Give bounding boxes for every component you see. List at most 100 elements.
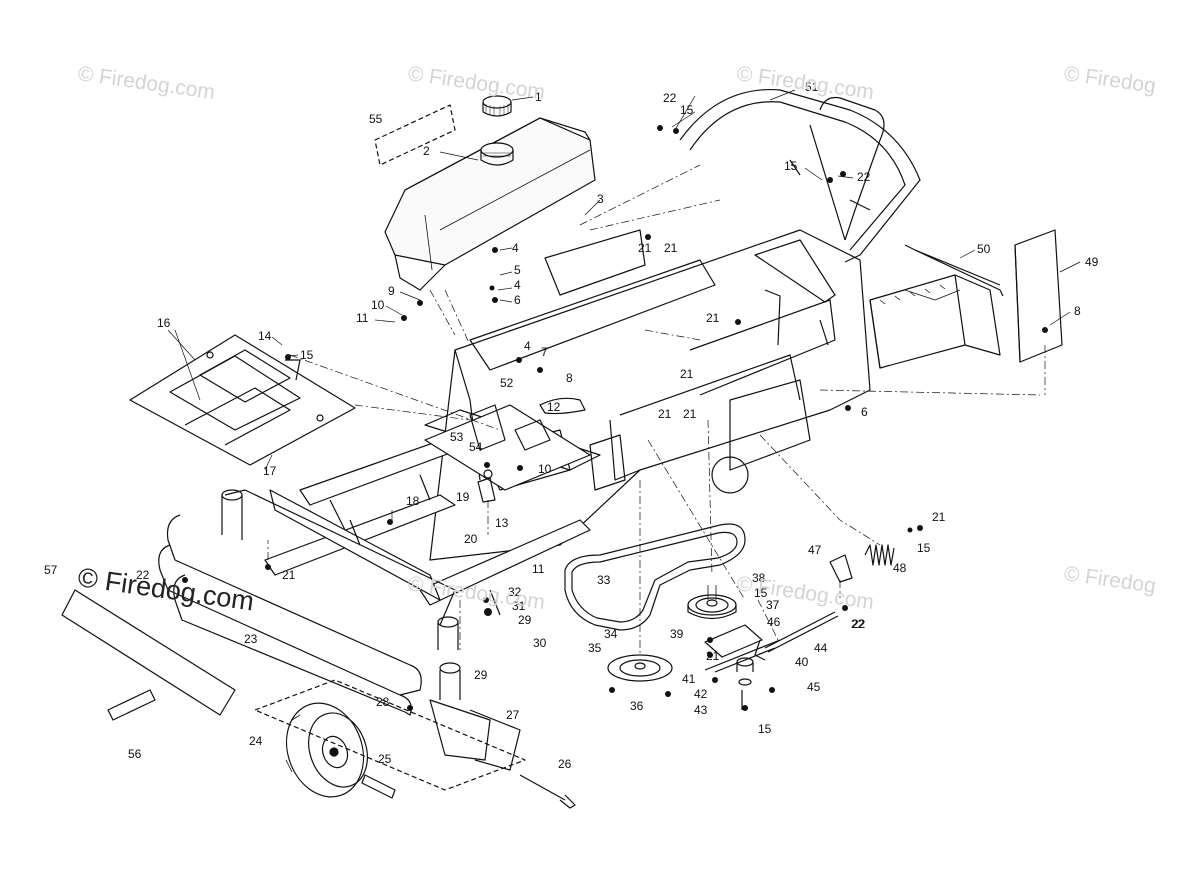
callout-22e: 22 [852,617,866,631]
callout-4b: 4 [514,278,521,292]
hardware-markers [111,125,1048,716]
callout-43: 43 [694,703,708,717]
callout-35: 35 [588,641,602,655]
chassis-frame [424,229,871,561]
callout-33: 33 [597,573,611,587]
assembly-lines [267,164,1046,655]
callout-3: 3 [597,192,604,206]
callout-27: 27 [506,708,520,722]
callout-12: 12 [547,400,561,414]
callout-22d: 22 [851,617,865,631]
callout-57: 57 [44,563,58,577]
drive-belt [564,523,746,631]
callout-49: 49 [1085,255,1099,269]
caster-fork [429,662,521,771]
wheel-spacer [361,774,396,799]
callout-15b: 15 [680,103,694,117]
callout-25: 25 [378,752,392,766]
tension-spring [864,544,895,566]
callout-9: 9 [388,284,395,298]
callout-17: 17 [263,464,277,478]
callout-47: 47 [808,543,822,557]
callout-46: 46 [767,615,781,629]
callout-15c: 15 [784,159,798,173]
callout-32: 32 [508,585,522,599]
callout-7: 7 [541,345,548,359]
caster-wheel [285,702,368,798]
callout-39: 39 [670,627,684,641]
callout-36: 36 [630,699,644,713]
callout-21e: 21 [683,407,697,421]
callout-21a: 21 [664,241,678,255]
floor-plate [129,334,356,466]
callout-38: 38 [752,571,766,585]
callout-6: 6 [514,293,521,307]
callout-20: 20 [464,532,478,546]
callout-21b: 21 [706,311,720,325]
front-axle-pin [107,689,156,721]
fuel-cap [482,95,512,117]
pulley-35 [607,654,673,682]
callout-1: 1 [535,90,542,104]
callout-48: 48 [893,561,907,575]
callout-29a: 29 [518,613,532,627]
callout-6b: 6 [861,405,868,419]
roll-bar [679,88,921,346]
callout-31: 31 [512,599,526,613]
callout-53: 53 [450,430,464,444]
callout-26: 26 [558,757,572,771]
callout-55-box [374,104,456,166]
callout-21d: 21 [658,407,672,421]
callout-24-box [254,679,526,791]
callout-28: 28 [376,695,390,709]
callout-14: 14 [258,329,272,343]
leader-lines [167,89,1081,520]
callout-30: 30 [533,636,547,650]
callout-54: 54 [469,440,483,454]
callout-51: 51 [805,80,819,94]
control-panel [424,404,591,503]
callout-24: 24 [249,734,263,748]
deflector-plate [61,589,236,716]
callout-45: 45 [807,680,821,694]
callout-4: 4 [512,241,519,255]
callout-10b: 10 [538,462,552,476]
callout-44: 44 [814,641,828,655]
callout-23: 23 [244,632,258,646]
callout-42: 42 [694,687,708,701]
callout-41: 41 [682,672,696,686]
battery [869,274,1001,369]
callout-50: 50 [977,242,991,256]
callout-22c: 22 [136,568,150,582]
callout-37: 37 [766,598,780,612]
callout-2: 2 [423,144,430,158]
spring-bracket [829,554,853,583]
callout-18: 18 [406,494,420,508]
axle-bolt [519,774,576,809]
idler-bracket [704,624,781,710]
callout-5: 5 [514,263,521,277]
pulley-37 [687,585,737,620]
callout-15d: 15 [754,586,768,600]
callout-22b: 22 [857,170,871,184]
callout-15: 15 [300,348,314,362]
callout-10: 10 [371,298,385,312]
fuel-tank [384,117,596,291]
callout-15e: 15 [758,722,772,736]
callout-16: 16 [157,316,171,330]
callout-21h: 21 [932,510,946,524]
callout-22a: 22 [663,91,677,105]
callout-56: 56 [128,747,142,761]
idler-rod [754,611,839,661]
callout-4c: 4 [524,339,531,353]
tank-filler-neck [480,142,514,166]
callout-34: 34 [604,627,618,641]
callout-21g: 21 [282,568,296,582]
callout-40: 40 [795,655,809,669]
callout-13: 13 [495,516,509,530]
callout-19: 19 [456,490,470,504]
callout-21i: 21 [638,241,652,255]
callout-15f: 15 [917,541,931,555]
callout-8b: 8 [1074,304,1081,318]
